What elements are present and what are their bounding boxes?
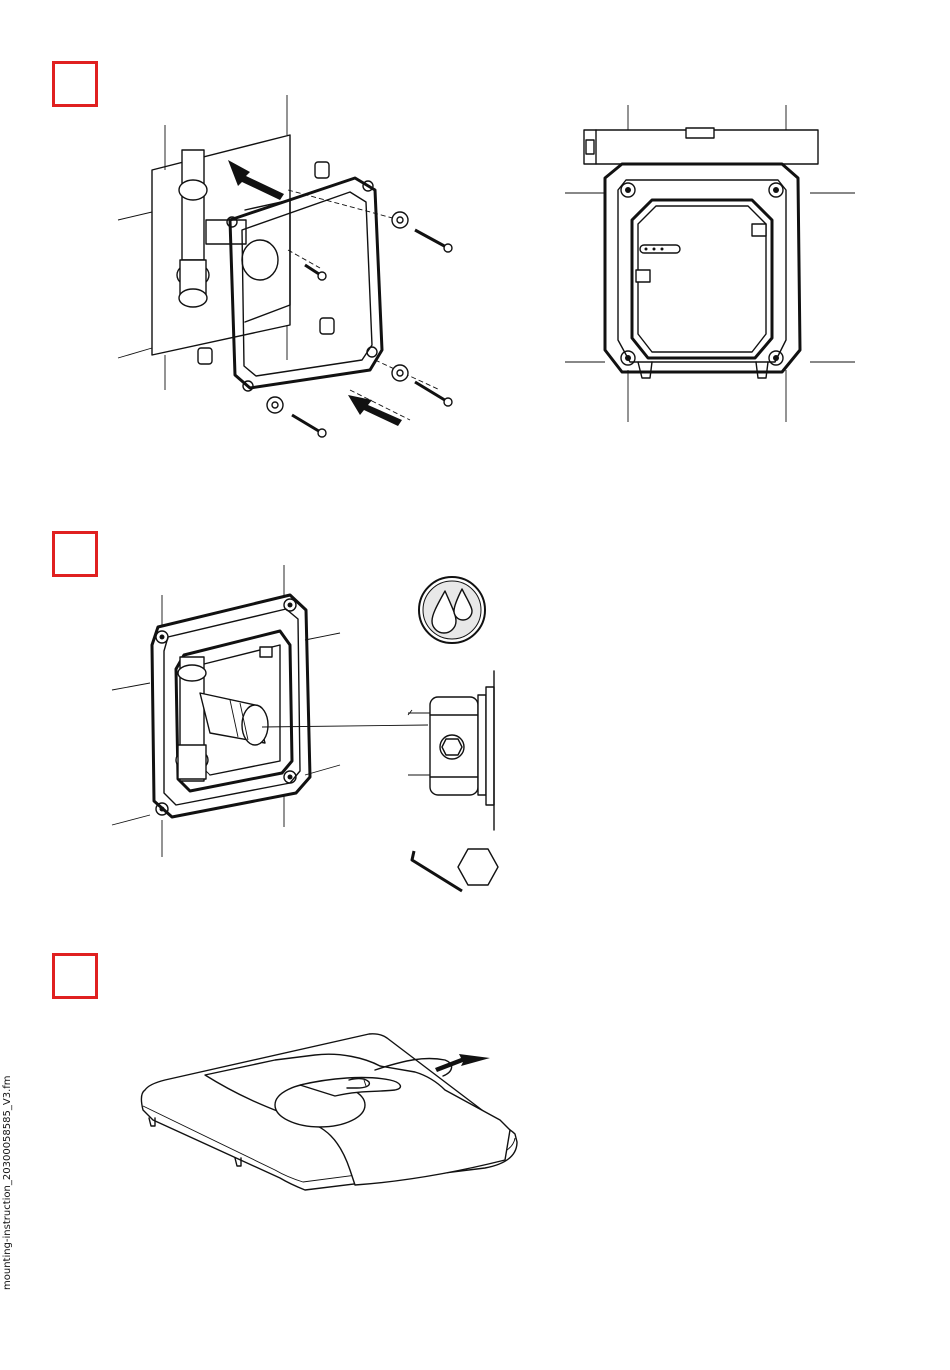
arrow-icon (348, 395, 402, 426)
step-marker-3 (52, 953, 98, 999)
file-label: mounting-instruction_20300058585_V3.fm (2, 1075, 13, 1290)
hex-socket-icon (458, 849, 498, 885)
figure-frame-front (560, 100, 860, 430)
arrow-icon (435, 1054, 490, 1072)
drops-icon (419, 577, 485, 643)
arrow-icon (228, 160, 284, 200)
step-marker-2 (52, 531, 98, 577)
figure-frame-installed (110, 565, 350, 865)
hex-socket-icon (408, 671, 494, 830)
step-marker-1 (52, 61, 98, 107)
allen-key-icon (412, 851, 462, 891)
figure-cover-plate (125, 1030, 525, 1205)
figure-detail (400, 575, 520, 905)
figure-frame-exploded (110, 90, 480, 450)
